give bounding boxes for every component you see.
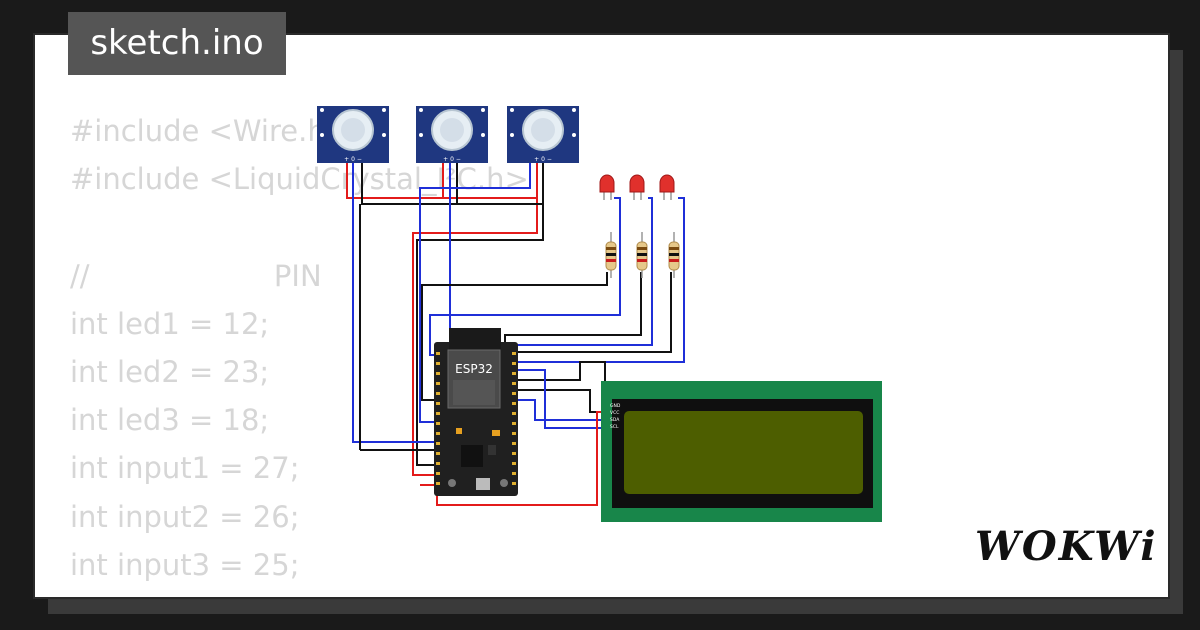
code-line: int input3 = 25;	[70, 547, 300, 582]
code-line: #include <LiquidCrystal_I²C.h>	[70, 162, 529, 197]
led-red[interactable]	[599, 174, 615, 200]
esp32-board[interactable]: ESP32	[434, 328, 518, 496]
pir-pin-labels: + 0 −	[344, 156, 362, 163]
lcd-pin-sda: SDA	[610, 417, 620, 423]
resistor[interactable]	[668, 232, 680, 278]
lcd-display[interactable]: GND VCC SDA SCL	[601, 381, 882, 522]
pir-sensor[interactable]: + 0 −	[507, 106, 579, 163]
pir-sensor[interactable]: + 0 −	[317, 106, 389, 163]
code-line: // PIN	[70, 258, 322, 293]
code-line: int input1 = 27;	[70, 451, 300, 486]
code-line: int input2 = 26;	[70, 499, 300, 534]
led-red[interactable]	[659, 174, 675, 200]
led-red[interactable]	[629, 174, 645, 200]
file-title-tab[interactable]: sketch.ino	[68, 12, 286, 75]
resistor[interactable]	[605, 232, 617, 278]
pir-pin-labels: + 0 −	[443, 156, 461, 163]
board-label: ESP32	[455, 362, 493, 376]
lcd-pin-gnd: GND	[610, 403, 621, 409]
lcd-pin-vcc: VCC	[610, 410, 619, 416]
esp32-pins-right	[512, 352, 516, 485]
code-line: int led2 = 23;	[70, 355, 270, 390]
code-line: int led3 = 18;	[70, 403, 270, 438]
resistor[interactable]	[636, 232, 648, 278]
pir-sensor[interactable]: + 0 −	[416, 106, 488, 163]
esp32-pins-left	[436, 352, 440, 485]
lcd-pin-scl: SCL	[610, 424, 619, 430]
wokwi-logo: WOKWi	[975, 523, 1158, 570]
code-line: int led1 = 12;	[70, 306, 270, 341]
pir-pin-labels: + 0 −	[534, 156, 552, 163]
